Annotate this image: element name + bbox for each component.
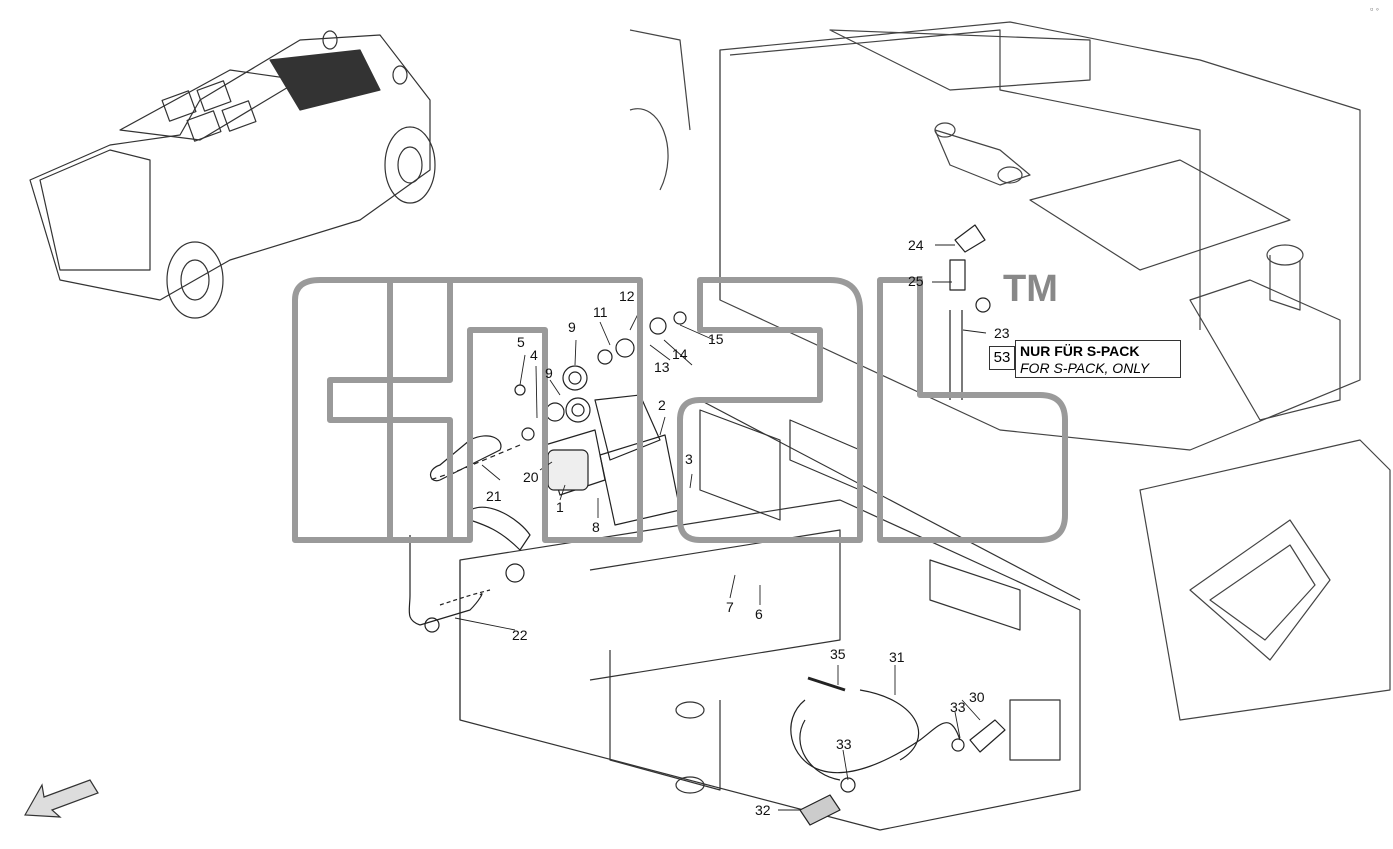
callout-31[interactable]: 31 xyxy=(889,649,905,665)
frame-background xyxy=(629,21,1391,721)
callout-1[interactable]: 1 xyxy=(556,499,564,515)
callout-23[interactable]: 23 xyxy=(994,325,1010,341)
note-reference-number: 53 xyxy=(989,346,1015,370)
direction-arrow-icon xyxy=(24,779,99,818)
callout-20[interactable]: 20 xyxy=(523,469,539,485)
callout-8[interactable]: 8 xyxy=(592,519,600,535)
callout-14[interactable]: 14 xyxy=(672,346,688,362)
note-text-german: NUR FÜR S-PACK xyxy=(1020,343,1140,359)
callout-4[interactable]: 4 xyxy=(530,347,538,363)
callout-9-lower[interactable]: 9 xyxy=(545,365,553,381)
callout-35[interactable]: 35 xyxy=(830,646,846,662)
note-text-english: FOR S-PACK, ONLY xyxy=(1020,360,1150,376)
callout-9-upper[interactable]: 9 xyxy=(568,319,576,335)
tank-assembly xyxy=(459,399,1081,831)
callout-24[interactable]: 24 xyxy=(908,237,924,253)
vehicle-overview-thumbnail xyxy=(29,30,436,319)
callout-32[interactable]: 32 xyxy=(755,802,771,818)
callout-22[interactable]: 22 xyxy=(512,627,528,643)
callout-7[interactable]: 7 xyxy=(726,599,734,615)
callout-13[interactable]: 13 xyxy=(654,359,670,375)
leader-lines xyxy=(454,244,987,811)
callout-33-left[interactable]: 33 xyxy=(836,736,852,752)
callout-5[interactable]: 5 xyxy=(517,334,525,350)
callout-6[interactable]: 6 xyxy=(755,606,763,622)
s-pack-note: NUR FÜR S-PACK FOR S-PACK, ONLY xyxy=(1015,340,1181,378)
callout-2[interactable]: 2 xyxy=(658,397,666,413)
hose-assembly xyxy=(790,224,1006,826)
callout-11[interactable]: 11 xyxy=(593,304,608,320)
callout-25[interactable]: 25 xyxy=(908,273,924,289)
callout-12[interactable]: 12 xyxy=(619,288,635,304)
brand-watermark xyxy=(292,277,1068,543)
callout-15[interactable]: 15 xyxy=(708,331,724,347)
corner-icon: ▫ ◦ xyxy=(1370,4,1379,14)
callout-33-right[interactable]: 33 xyxy=(950,699,966,715)
callout-30[interactable]: 30 xyxy=(969,689,985,705)
callout-3[interactable]: 3 xyxy=(685,451,693,467)
pump-assembly xyxy=(408,311,687,633)
trademark-watermark: TM xyxy=(1003,268,1058,310)
callout-21[interactable]: 21 xyxy=(486,488,502,504)
